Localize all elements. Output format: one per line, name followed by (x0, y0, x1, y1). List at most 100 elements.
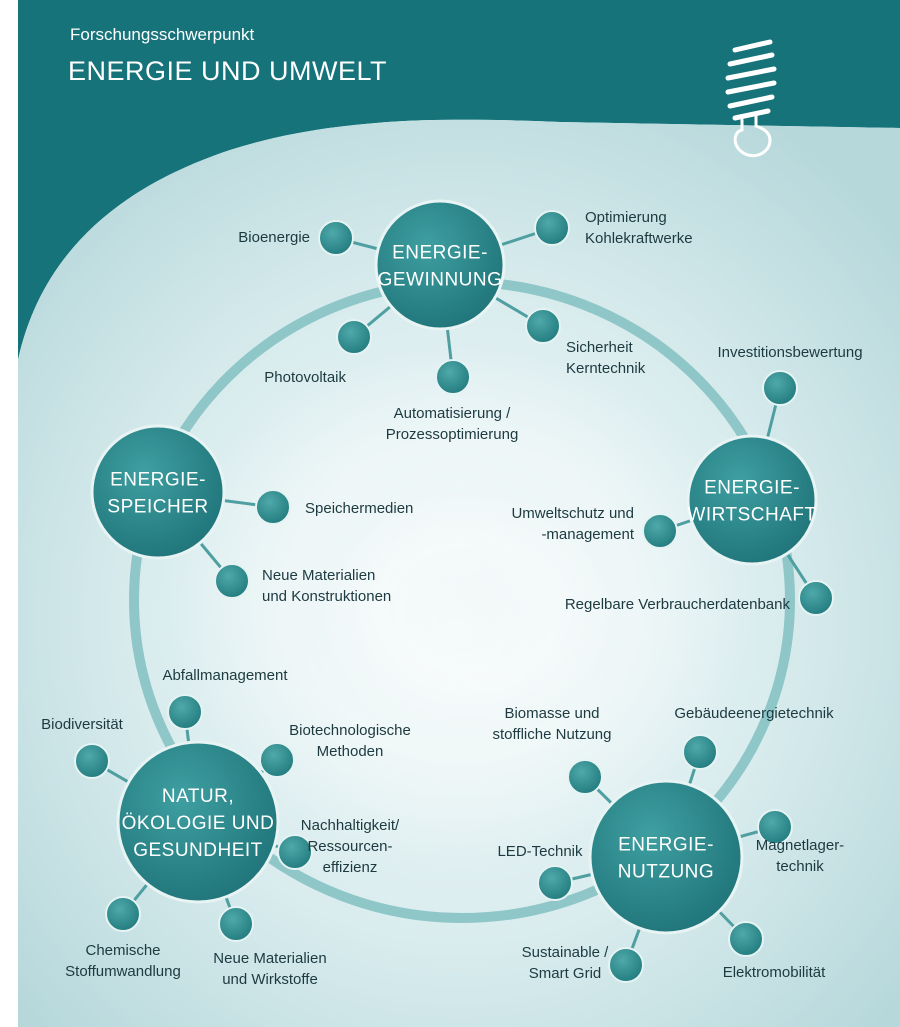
topic-label-19: Magnetlager-technik (756, 837, 844, 875)
topic-node-8 (642, 513, 678, 549)
topic-label-line: Nachhaltigkeit/ (301, 817, 400, 834)
topic-label-line: Optimierung (585, 209, 667, 226)
hub-label-line: ENERGIE- (618, 835, 714, 856)
topic-node-13 (277, 834, 313, 870)
energy-saving-bulb-icon (725, 39, 777, 158)
topic-node-11 (74, 743, 110, 779)
topic-label-line: Biomasse und (504, 705, 599, 722)
topic-node-12 (259, 742, 295, 778)
topic-label-11: Biodiversität (41, 716, 124, 733)
hub-label-line: SPEICHER (107, 497, 208, 518)
topic-label-line: Bioenergie (238, 229, 310, 246)
topic-label-8: Umweltschutz und -management (511, 505, 634, 543)
topic-label-line: Kerntechnik (566, 360, 646, 377)
topic-label-10: Abfallmanagement (162, 667, 288, 684)
hub-label-gewinnung: ENERGIE- GEWINNUNG (378, 243, 503, 291)
hub-circle-nutzung (588, 779, 744, 935)
topic-label-line: Sicherheit (566, 339, 634, 356)
topic-label-16: Biomasse und stoffliche Nutzung (493, 705, 612, 743)
topic-node-17 (682, 734, 718, 770)
swirl-center (320, 490, 620, 730)
topic-node-5 (255, 489, 291, 525)
topic-label-line: technik (776, 858, 824, 875)
topic-label-line: Gebäudeenergietechnik (674, 705, 834, 722)
topic-node-21 (728, 921, 764, 957)
topic-node-6 (214, 563, 250, 599)
topic-label-20: Sustainable / Smart Grid (522, 944, 610, 982)
topic-label-7: Investitionsbewertung (717, 344, 862, 361)
topic-label-21: Elektromobilität (723, 964, 826, 981)
hub-label-line: NUTZUNG (618, 862, 714, 883)
topic-label-line: Biotechnologische (289, 722, 411, 739)
hub-label-line: ENERGIE- (704, 478, 800, 499)
header-subtitle: Forschungsschwerpunkt (70, 25, 255, 44)
hub-circle-speicher (90, 424, 226, 560)
hub-label-line: GESUNDHEIT (133, 840, 263, 861)
hub-label-line: WIRTSCHAFT (687, 505, 816, 526)
topic-label-line: Umweltschutz und (511, 505, 634, 522)
topic-node-19 (757, 809, 793, 845)
hub-label-nutzung: ENERGIE- NUTZUNG (618, 835, 714, 883)
header-curve (18, 119, 900, 360)
hub-label-speicher: ENERGIE- SPEICHER (107, 470, 208, 518)
topic-label-0: Bioenergie (238, 229, 310, 246)
topic-node-10 (167, 694, 203, 730)
topic-node-18 (537, 865, 573, 901)
topic-label-line: -management (541, 526, 634, 543)
hub-label-line: ÖKOLOGIE UND (122, 813, 275, 834)
topic-label-line: Investitionsbewertung (717, 344, 862, 361)
topic-label-line: Kohlekraftwerke (585, 230, 693, 247)
topic-label-line: Chemische (85, 942, 160, 959)
topic-label-line: Abfallmanagement (162, 667, 288, 684)
topic-node-1 (534, 210, 570, 246)
hub-nodes: ENERGIE-GEWINNUNGENERGIE-SPEICHERENERGIE… (90, 199, 818, 935)
hub-circle-gewinnung (374, 199, 506, 331)
topic-label-line: stoffliche Nutzung (493, 726, 612, 743)
topic-label-line: Regelbare Verbraucherdatenbank (565, 596, 791, 613)
topic-nodes (74, 210, 834, 983)
topic-label-line: und Wirkstoffe (222, 971, 318, 988)
topic-label-13: Nachhaltigkeit/Ressourcen-effizienz (301, 817, 400, 876)
topic-label-18: LED-Technik (497, 843, 583, 860)
topic-node-2 (336, 319, 372, 355)
topic-node-20 (608, 947, 644, 983)
hub-circle-natur (116, 740, 280, 904)
topic-label-line: Speichermedien (305, 500, 413, 517)
topic-label-2: Photovoltaik (264, 369, 346, 386)
hub-label-line: GEWINNUNG (378, 270, 503, 291)
header-title: ENERGIE UND UMWELT (68, 56, 387, 86)
topic-node-3 (435, 359, 471, 395)
topic-label-line: Photovoltaik (264, 369, 346, 386)
topic-node-9 (798, 580, 834, 616)
topic-node-7 (762, 370, 798, 406)
topic-node-4 (525, 308, 561, 344)
topic-label-5: Speichermedien (305, 500, 413, 517)
hub-label-wirtschaft: ENERGIE- WIRTSCHAFT (687, 478, 816, 526)
topic-label-line: Stoffumwandlung (65, 963, 181, 980)
topic-label-line: Neue Materialien (262, 567, 375, 584)
topic-label-line: LED-Technik (497, 843, 583, 860)
topic-label-line: Automatisierung / (394, 405, 512, 422)
topic-label-line: Elektromobilität (723, 964, 826, 981)
topic-node-0 (318, 220, 354, 256)
hub-label-line: ENERGIE- (110, 470, 206, 491)
hub-label-line: ENERGIE- (392, 243, 488, 264)
topic-label-line: Ressourcen- (307, 838, 392, 855)
topic-node-16 (567, 759, 603, 795)
topic-label-3: Automatisierung /Prozessoptimierung (386, 405, 519, 443)
topic-label-line: Sustainable / (522, 944, 610, 961)
topic-label-line: Neue Materialien (213, 950, 326, 967)
topic-label-line: effizienz (323, 859, 378, 876)
hub-circle-wirtschaft (686, 434, 818, 566)
topic-label-9: Regelbare Verbraucherdatenbank (565, 596, 791, 613)
topic-label-line: Smart Grid (529, 965, 602, 982)
